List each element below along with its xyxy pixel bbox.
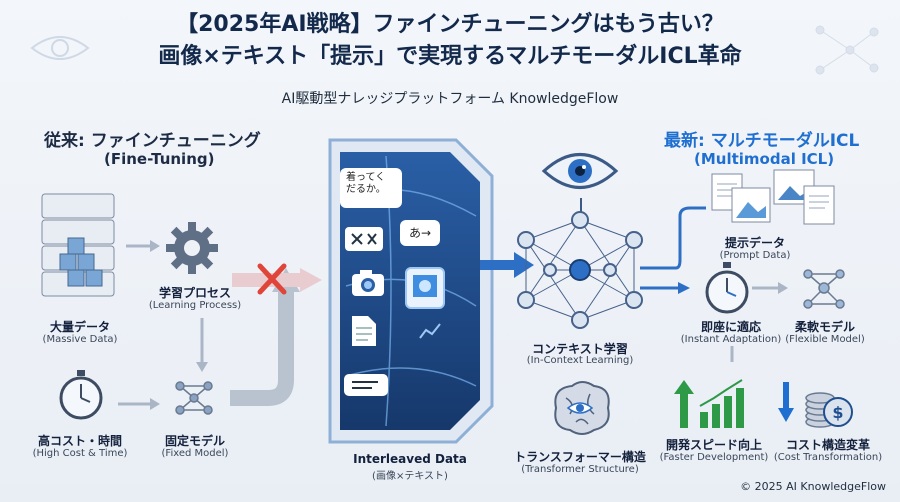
node-cost-trans-label: コスト構造変革 — [785, 438, 870, 452]
node-cost-trans-sub: (Cost Transformation) — [773, 452, 883, 463]
left-heading-en: (Fine-Tuning) — [104, 150, 215, 168]
speech-bubble-translate: あ→ — [400, 220, 440, 246]
translate-icon — [345, 227, 383, 251]
node-learning-label: 学習プロセス — [158, 286, 231, 300]
network-icon — [175, 381, 213, 415]
node-cost-label: 高コスト・時間 — [37, 434, 122, 448]
image-tablet-icon — [405, 267, 445, 309]
node-fixed-label: 固定モデル — [164, 434, 225, 448]
panel-label: Interleaved Data — [353, 452, 467, 466]
icl-label: コンテキスト学習 — [532, 342, 628, 356]
icl-sub: (In-Context Learning) — [526, 355, 634, 366]
node-instant-sub: (Instant Adaptation) — [680, 334, 782, 345]
node-learning-sub: (Learning Process) — [148, 300, 242, 311]
node-massive-data-sub: (Massive Data) — [42, 334, 118, 345]
transformer-sub: (Transformer Structure) — [521, 464, 639, 475]
right-heading-en: (Multimodal ICL) — [694, 150, 835, 168]
node-cost-sub: (High Cost & Time) — [32, 448, 128, 459]
cost-coins-icon: $ — [778, 382, 853, 428]
title-line-1: 【2025年AI戦略】ファインチューニングはもう古い？ — [176, 12, 724, 37]
subtitle: AI駆動型ナレッジプラットフォーム KnowledgeFlow — [281, 91, 619, 107]
svg-text:$: $ — [832, 403, 843, 422]
prompt-data-icons — [711, 169, 835, 225]
server-data-icon — [41, 193, 115, 297]
network-icon — [803, 269, 845, 309]
footer-copyright: © 2025 AI KnowledgeFlow — [740, 480, 886, 493]
node-massive-data-label: 大量データ — [49, 320, 110, 334]
node-instant-label: 即座に適応 — [700, 320, 761, 334]
node-faster-sub: (Faster Development) — [659, 452, 769, 463]
eye-icon — [541, 153, 619, 189]
chart-icon — [419, 323, 441, 339]
transformer-label: トランスフォーマー構造 — [514, 450, 646, 464]
panel-sub: (画像×テキスト) — [372, 471, 448, 482]
gear-icon — [166, 222, 218, 274]
node-flexible-label: 柔軟モデル — [794, 320, 855, 334]
stopwatch-icon — [705, 262, 749, 314]
node-prompt-sub: (Prompt Data) — [719, 250, 791, 261]
document-icon — [352, 316, 376, 346]
neural-network-icon — [517, 211, 643, 329]
node-flexible-sub: (Flexible Model) — [785, 334, 865, 345]
left-heading: 従来: ファインチューニング — [44, 131, 261, 151]
title-line-2: 画像×テキスト「提示」で実現するマルチモーダルICL革命 — [158, 44, 742, 69]
stopwatch-icon — [59, 370, 103, 420]
network-icon — [815, 25, 879, 75]
camera-icon — [352, 270, 384, 296]
brain-icon — [554, 381, 610, 435]
chat-bubble-icon — [344, 374, 388, 396]
node-faster-label: 開発スピード向上 — [665, 438, 762, 452]
node-fixed-sub: (Fixed Model) — [161, 448, 229, 459]
speech-bubble-text: 着ってく だるか。 — [340, 168, 402, 208]
eye-icon — [30, 36, 90, 60]
growth-chart-icon — [674, 379, 744, 428]
right-heading: 最新: マルチモーダルICL — [664, 131, 860, 151]
flow-arrow — [480, 252, 534, 278]
node-prompt-label: 提示データ — [724, 236, 785, 250]
